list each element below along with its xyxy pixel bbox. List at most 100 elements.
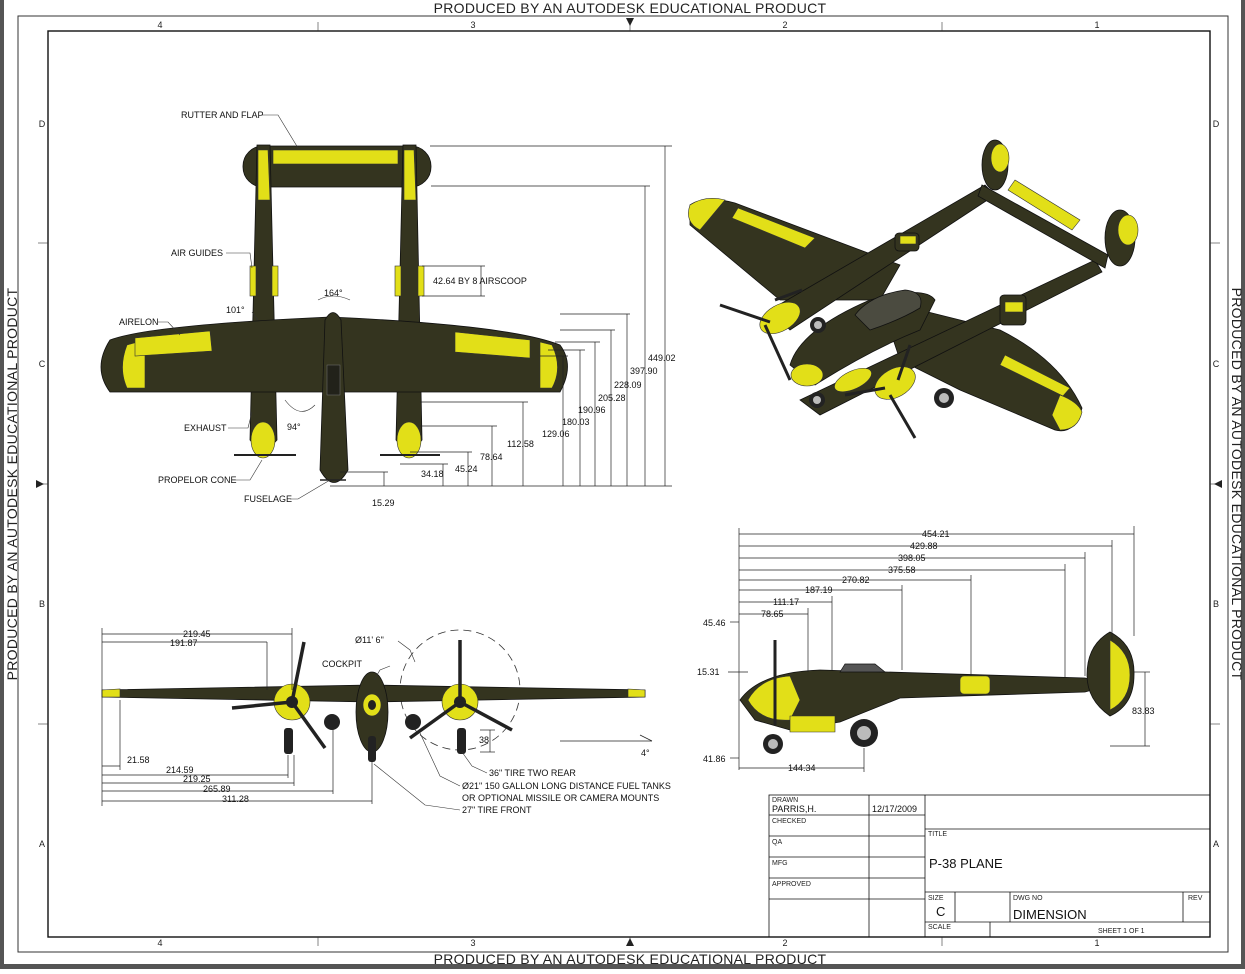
label-tire-front: 27" TIRE FRONT [462,805,532,815]
top-view-right-wingtip [539,341,558,389]
top-view-left-aileron [134,330,213,357]
tb-mfg-label: MFG [772,860,788,867]
outer-border [17,15,1229,953]
dim-34-18: 34.18 [421,469,444,479]
zone-col-top-1: 1 [1094,20,1099,30]
dim-78-65: 78.65 [761,609,784,619]
tb-title: P-38 PLANE [929,856,1003,871]
dim-airscoop: 42.64 BY 8 AIRSCOOP [433,276,527,286]
dim-398-05: 398.05 [898,553,926,563]
dim-397-90: 397.90 [630,366,658,376]
watermark-left: PRODUCED BY AN AUTODESK EDUCATIONAL PROD… [4,287,20,680]
center-mark-bottom [626,938,634,946]
zone-row-right-c: C [1213,359,1220,369]
title-block: DRAWN PARRIS,H. 12/17/2009 CHECKED QA MF… [768,794,1211,938]
zone-row-left-d: D [39,119,46,129]
dim-15-29: 15.29 [372,498,395,508]
zone-row-right-d: D [1213,119,1220,129]
bottom-edge-bar [0,964,1245,969]
top-view-elevator [272,149,399,165]
top-view-right-cone [396,421,422,459]
dim-219-45: 219.45 [183,629,211,639]
dim-144-34: 144.34 [788,763,816,773]
top-view-fuselage [319,312,349,483]
top-view: RUTTER AND FLAP AIR GUIDES AIRELON EXHAU… [100,110,676,508]
label-propeller-cone: PROPELOR CONE [158,475,237,485]
top-view-left-cone [250,421,276,459]
zone-col-bottom-1: 1 [1094,938,1099,948]
side-view-body [739,669,1112,731]
watermark-right: PRODUCED BY AN AUTODESK EDUCATIONAL PROD… [1229,288,1245,681]
left-edge-bar [0,0,4,969]
tb-qa-label: QA [772,839,782,846]
tb-approved-label: APPROVED [772,881,811,888]
zone-col-top-3: 3 [470,20,475,30]
label-exhaust: EXHAUST [184,423,227,433]
zone-col-bottom-3: 3 [470,938,475,948]
label-cockpit: COCKPIT [322,659,363,669]
isometric-view [688,139,1139,439]
dim-21-58: 21.58 [127,755,150,765]
dim-38: 38 [479,735,489,745]
tb-size: C [936,904,945,919]
right-edge-bar [1241,0,1245,969]
dim-228-09: 228.09 [614,380,642,390]
dim-205-28: 205.28 [598,393,626,403]
zone-row-right-a: A [1213,839,1219,849]
zone-row-left-c: C [39,359,46,369]
dim-270-82: 270.82 [842,575,870,585]
dim-265-89: 265.89 [203,784,231,794]
dim-83-83: 83.83 [1132,706,1155,716]
dim-45-46: 45.46 [703,618,726,628]
label-fuselage: FUSELAGE [244,494,292,504]
dim-454-21: 454.21 [922,529,950,539]
side-view: 454.21 429.88 398.05 375.58 270.82 187.1… [697,526,1155,773]
dim-191-87: 191.87 [170,638,198,648]
zone-col-bottom-2: 2 [782,938,787,948]
dim-78-64: 78.64 [480,452,503,462]
center-mark-top [626,18,634,26]
zone-col-bottom-4: 4 [157,938,162,948]
top-view-right-aileron [454,331,531,359]
angle-101: 101° [226,305,245,315]
dim-41-86: 41.86 [703,754,726,764]
tb-size-label: SIZE [928,895,944,902]
dim-45-24: 45.24 [455,464,478,474]
zone-col-top-4: 4 [157,20,162,30]
dim-190-96: 190.96 [578,405,606,415]
label-prop-diameter: Ø11' 6" [355,635,384,645]
label-fuel-tanks: Ø21" 150 GALLON LONG DISTANCE FUEL TANKS [462,781,671,791]
tb-dwg-no: DIMENSION [1013,907,1087,922]
dim-214-59: 214.59 [166,765,194,775]
tb-scale-label: SCALE [928,924,951,931]
dim-187-19: 187.19 [805,585,833,595]
dim-180-03: 180.03 [562,417,590,427]
tb-title-label: TITLE [928,831,947,838]
zone-row-left-b: B [39,599,45,609]
label-fuel-tanks-alt: OR OPTIONAL MISSILE OR CAMERA MOUNTS [462,793,659,803]
angle-164: 164° [324,288,343,298]
zone-row-right-b: B [1213,599,1219,609]
tb-checked-label: CHECKED [772,818,806,825]
dim-429-88: 429.88 [910,541,938,551]
dim-375-58: 375.58 [888,565,916,575]
tb-sheet: SHEET 1 OF 1 [1098,928,1145,935]
zone-row-left-a: A [39,839,45,849]
tb-rev-label: REV [1188,895,1203,902]
dim-4-degrees: 4° [641,748,650,758]
dim-449-02: 449.02 [648,353,676,363]
dim-15-31: 15.31 [697,667,720,677]
watermark-bottom: PRODUCED BY AN AUTODESK EDUCATIONAL PROD… [434,951,827,967]
label-aileron: AIRELON [119,317,159,327]
watermark-top: PRODUCED BY AN AUTODESK EDUCATIONAL PROD… [434,0,827,16]
angle-94: 94° [287,422,301,432]
center-mark-left [36,480,44,488]
label-air-guides: AIR GUIDES [171,248,223,258]
center-mark-right [1214,480,1222,488]
dim-111-17: 111.17 [773,597,799,607]
dim-129-06: 129.06 [542,429,570,439]
tb-drawn-name: PARRIS,H. [772,804,816,814]
dim-112-58: 112.58 [507,439,534,449]
